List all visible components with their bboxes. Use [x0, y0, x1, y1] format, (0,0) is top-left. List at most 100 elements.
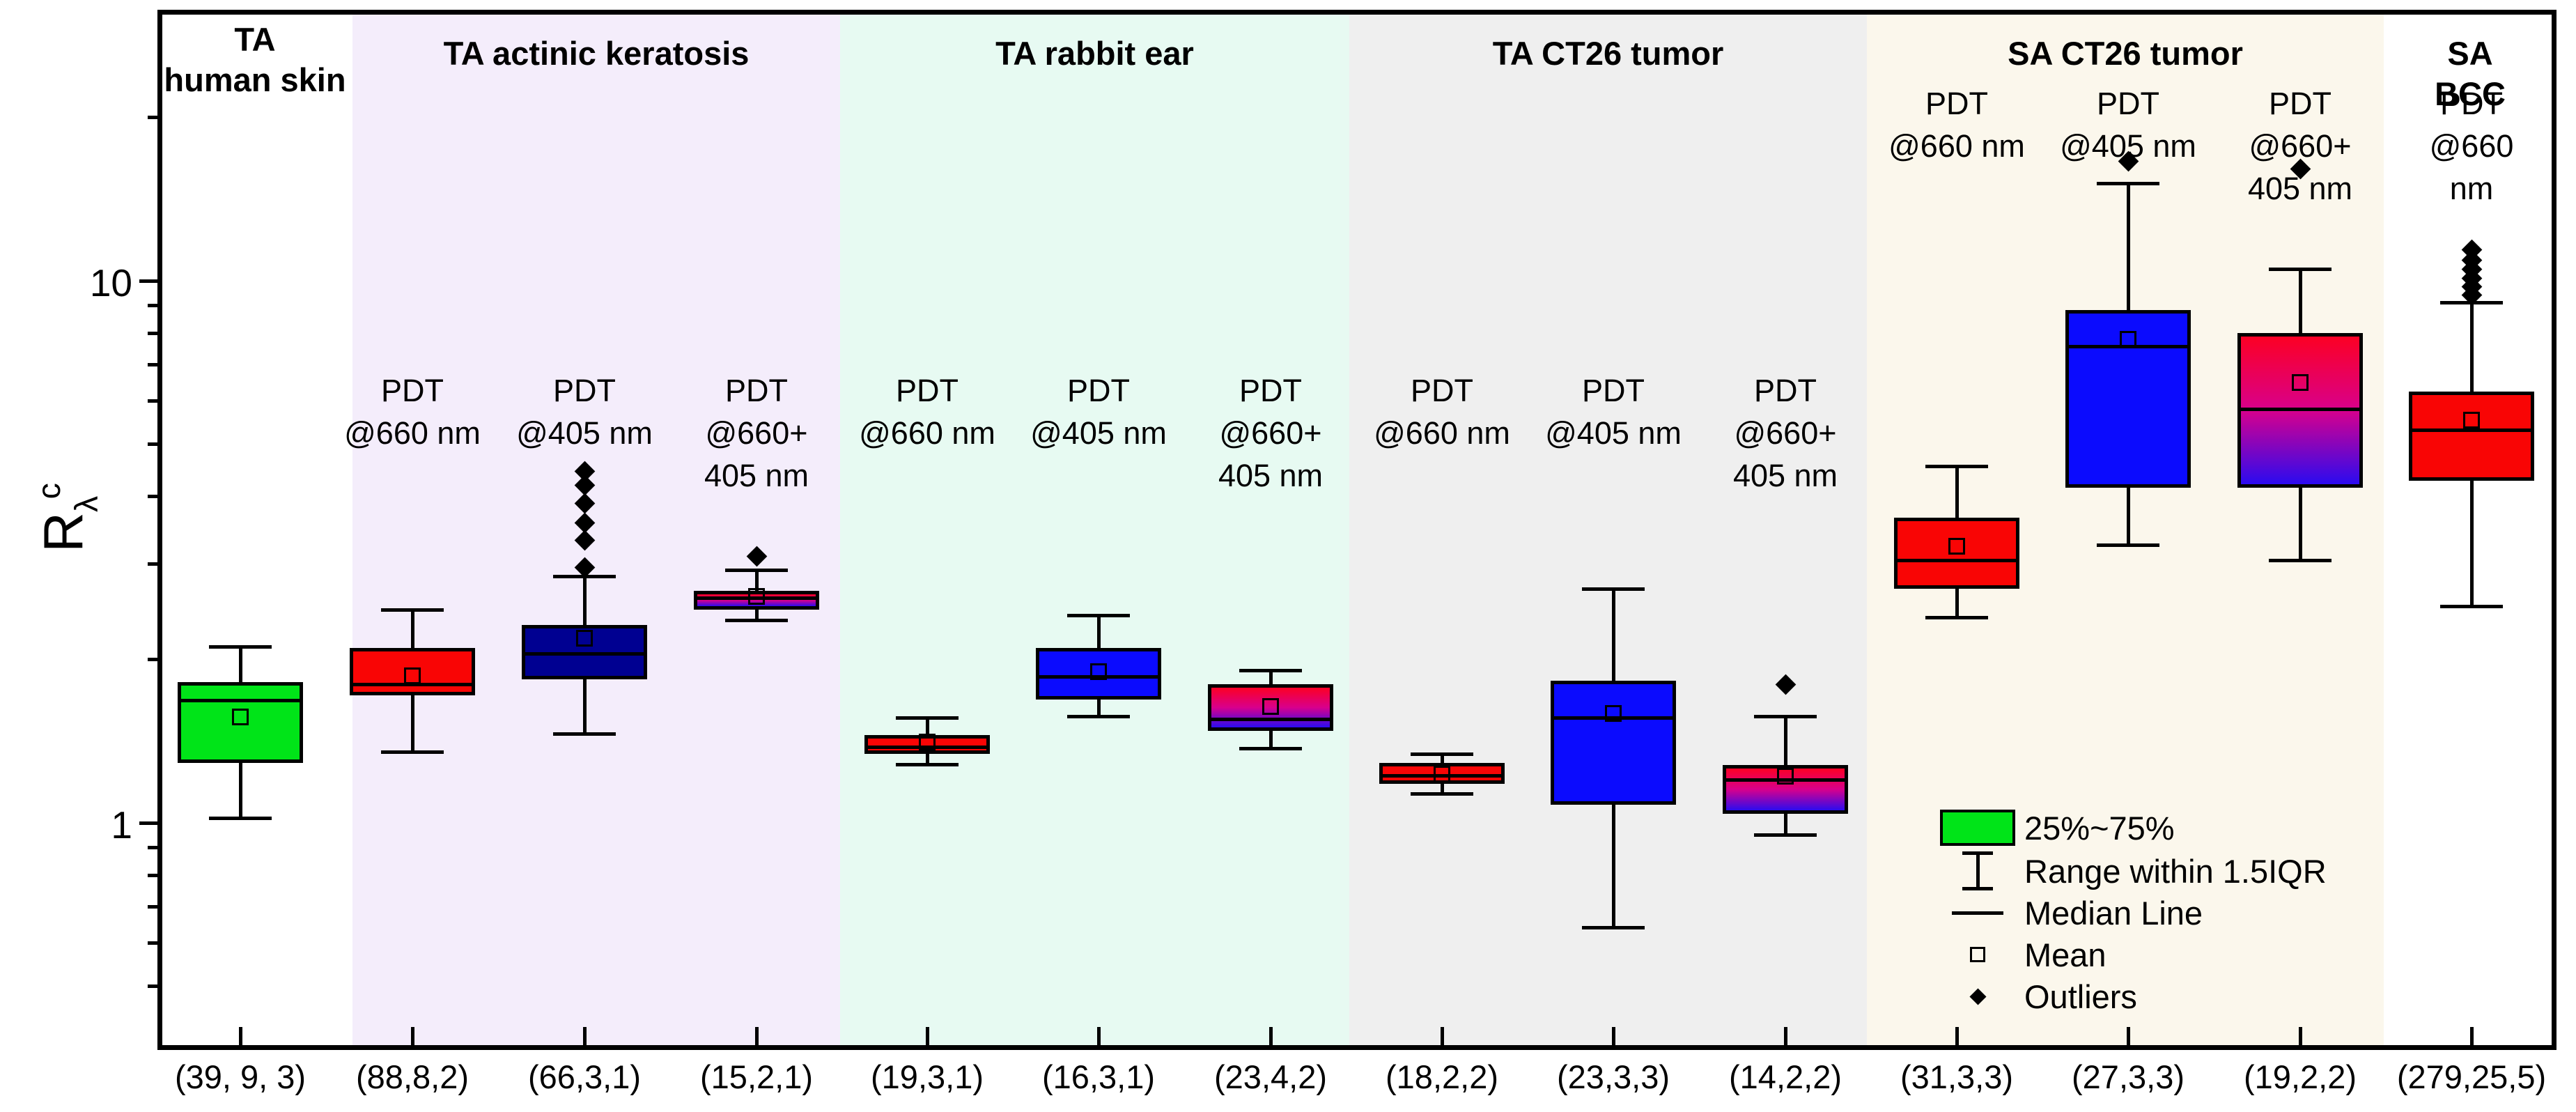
y-minor-tick — [148, 905, 157, 909]
x-tick-label: (23,4,2) — [1214, 1058, 1327, 1095]
median-line — [2241, 408, 2359, 412]
whisker-cap — [1582, 587, 1645, 591]
box-plot-box — [2409, 392, 2534, 481]
whisker-stem — [1783, 716, 1787, 765]
whisker-icon — [1962, 851, 1993, 890]
treatment-label: PDT @660 nm — [1374, 373, 1510, 451]
panel-title-1: TA actinic keratosis — [443, 35, 750, 72]
y-tick-label-10: 10 — [89, 261, 132, 304]
box-plot-box — [1551, 680, 1676, 805]
x-tick-label: (31,3,3) — [1900, 1058, 2013, 1095]
whisker-cap — [1925, 616, 1988, 620]
legend-label: Range within 1.5IQR — [2024, 852, 2327, 890]
mean-marker — [404, 667, 421, 684]
median-line — [868, 745, 986, 749]
whisker-stem — [2298, 488, 2302, 561]
mean-marker — [1090, 663, 1107, 681]
box-plot-box — [864, 735, 990, 755]
y-minor-tick — [148, 495, 157, 499]
whisker-stem — [238, 647, 242, 682]
mean-marker — [1605, 705, 1622, 723]
whisker-cap — [2269, 558, 2331, 562]
treatment-label: PDT @660+ 405 nm — [1732, 373, 1838, 493]
whisker-stem — [1268, 670, 1273, 685]
mean-marker — [576, 630, 593, 647]
legend-label: 25%~75% — [2024, 809, 2175, 847]
treatment-label: PDT @405 nm — [516, 373, 653, 451]
box-plot-box — [2065, 310, 2191, 488]
box-plot-box — [694, 590, 819, 610]
mean-marker — [1262, 697, 1279, 715]
legend-label: Median Line — [2024, 894, 2203, 932]
whisker-stem — [1440, 754, 1444, 763]
whisker-cap — [725, 619, 788, 623]
legend: 25%~75% Range within 1.5IQR Median Line … — [1931, 805, 2327, 1017]
x-tick-label: (16,3,1) — [1042, 1058, 1155, 1095]
x-tick — [2298, 1027, 2302, 1045]
x-tick — [1783, 1027, 1787, 1045]
panel-title-4: SA CT26 tumor — [2008, 35, 2243, 72]
y-minor-tick — [148, 941, 157, 945]
median-line — [525, 651, 644, 656]
whisker-stem — [1096, 699, 1101, 717]
x-tick — [925, 1027, 929, 1045]
mean-marker — [748, 587, 765, 605]
whisker-stem — [2126, 183, 2130, 311]
legend-row-outliers: Outliers — [1931, 975, 2327, 1017]
treatment-label: PDT @660 nm — [859, 373, 995, 451]
median-line — [1554, 716, 1673, 720]
legend-glyph-cell — [1931, 911, 2024, 915]
mean-marker — [2463, 412, 2480, 429]
y-axis-title-base: R — [32, 512, 95, 553]
whisker-cap — [1754, 715, 1817, 719]
mean-marker — [1777, 767, 1794, 785]
whisker-cap — [553, 732, 616, 736]
treatment-label: PDT @660 nm — [2429, 86, 2514, 206]
legend-row-iqr: 25%~75% — [1931, 805, 2327, 850]
x-tick-label: (27,3,3) — [2072, 1058, 2185, 1095]
x-tick-label: (23,3,3) — [1557, 1058, 1670, 1095]
whisker-cap — [896, 716, 959, 720]
mean-square-icon — [1970, 947, 1985, 962]
x-tick-label: (14,2,2) — [1729, 1058, 1842, 1095]
y-major-tick — [139, 821, 157, 825]
whisker-cap — [381, 750, 444, 755]
whisker-stem — [238, 762, 242, 819]
box-plot-box — [1208, 684, 1333, 731]
whisker-stem — [1955, 589, 1959, 618]
y-minor-tick — [148, 984, 157, 988]
y-minor-tick — [148, 442, 157, 446]
treatment-label: PDT @660+ 405 nm — [704, 373, 809, 493]
y-minor-tick — [148, 331, 157, 335]
mean-marker — [2292, 373, 2309, 391]
whisker-stem — [2126, 488, 2130, 546]
y-minor-tick — [148, 304, 157, 308]
treatment-label: PDT @405 nm — [1545, 373, 1682, 451]
x-tick-label: (15,2,1) — [700, 1058, 813, 1095]
whisker-stem — [754, 610, 759, 621]
legend-label: Mean — [2024, 936, 2106, 973]
median-line — [181, 699, 300, 703]
whisker-stem — [1096, 615, 1101, 649]
legend-row-median: Median Line — [1931, 892, 2327, 934]
median-line — [1383, 774, 1501, 778]
whisker-cap — [1067, 715, 1130, 719]
whisker-stem — [2298, 269, 2302, 334]
whisker-cap — [209, 645, 272, 649]
y-axis-title-subscript: λ — [68, 495, 104, 512]
whisker-stem — [582, 576, 587, 625]
mean-marker — [2120, 330, 2136, 348]
box-swatch-icon — [1940, 810, 2015, 846]
box-plot-box — [350, 648, 475, 695]
x-tick-label: (88,8,2) — [356, 1058, 469, 1095]
x-tick — [2469, 1027, 2474, 1045]
panel-title-5: SA BCC — [2435, 35, 2506, 112]
x-tick-label: (19,2,2) — [2244, 1058, 2357, 1095]
treatment-label: PDT @660 nm — [1888, 86, 2025, 164]
x-tick — [1096, 1027, 1101, 1045]
mean-marker — [1434, 766, 1450, 783]
median-line — [697, 596, 816, 600]
panel-band-0 — [157, 15, 352, 1045]
whisker-cap — [1411, 792, 1473, 796]
legend-glyph-cell — [1931, 987, 2024, 1005]
